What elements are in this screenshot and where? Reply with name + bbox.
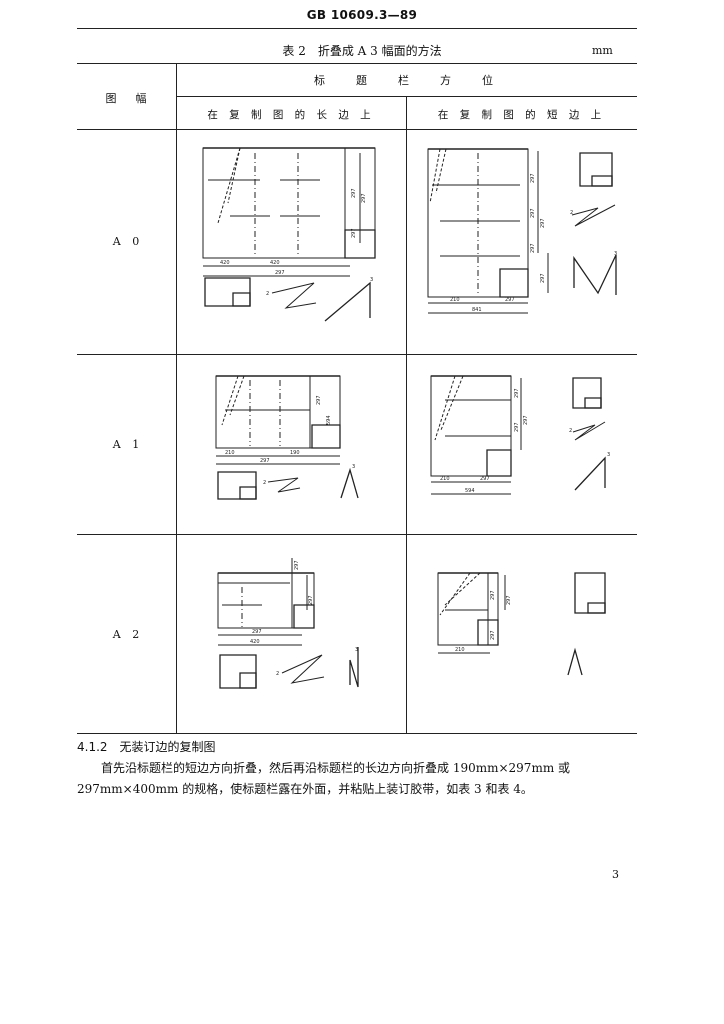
dim-a0l-0: 420 [220, 260, 230, 266]
section-heading: 4.1.2 无装订边的复制图 [77, 740, 216, 754]
header-rule [77, 28, 637, 29]
dim-a1s-1: 297 [514, 422, 520, 432]
dim-a2s-0: 297 [490, 590, 496, 600]
column-divider-sides [406, 96, 407, 733]
dim-a2l-4: 3 [355, 647, 358, 653]
body-paragraph: 首先沿标题栏的短边方向折叠，然后再沿标题栏的长边方向折叠成 190mm×297m… [77, 761, 571, 796]
dim-a1l-3: 210 [225, 450, 235, 456]
dim-a0s-8: 3 [614, 251, 617, 257]
dim-a0s-1: 297 [530, 208, 536, 218]
fold-diagram-a2-long: 297 297 297 420 3 2 [212, 555, 362, 695]
dim-a2s-1: 297 [506, 595, 512, 605]
dim-a1l-5: 3 [352, 464, 355, 470]
dim-a0l-4: 297 [361, 193, 367, 203]
fold-diagram-a0-short: 297 297 297 297 297 210 297 841 3 2 [420, 143, 617, 328]
dim-a1l-1: 594 [326, 415, 332, 425]
row-label-a0: A 0 [112, 235, 144, 248]
fold-diagram-a0-long: 420 420 297 297 297 297 3 2 [200, 143, 390, 328]
dim-a0s-3: 297 [530, 243, 536, 253]
dim-a0l-6: 3 [370, 277, 373, 283]
dim-a0s-0: 297 [530, 173, 536, 183]
dim-a2l-5: 2 [276, 671, 279, 677]
fold-diagram-a2-short: 297 297 297 210 [430, 565, 620, 690]
standard-number: GB 10609.3—89 [306, 8, 418, 22]
header-title-block-position: 标 题 栏 方 位 [314, 74, 503, 87]
header-short-side: 在 复 制 图 的 短 边 上 [437, 109, 606, 121]
dim-a0s-4: 297 [540, 273, 546, 283]
table-bottom-border [77, 733, 637, 734]
dim-a2l-1: 297 [308, 595, 314, 605]
dim-a0s-5: 210 [450, 297, 460, 303]
dim-a1l-6: 2 [263, 480, 266, 486]
row-label-a1: A 1 [112, 438, 144, 451]
dim-a0l-3: 297 [351, 188, 357, 198]
header-row-label: 图 幅 [105, 92, 151, 105]
dim-a1s-2: 297 [523, 415, 529, 425]
fold-diagram-a1-short: 297 297 297 210 297 594 3 2 [425, 370, 610, 510]
fold-diagram-a1-long: 297 594 190 210 297 3 2 [210, 370, 360, 505]
page-number: 3 [612, 868, 619, 881]
header-bottom-border [77, 129, 637, 130]
dim-a1l-4: 297 [260, 458, 270, 464]
dim-a2s-2: 297 [490, 630, 496, 640]
unit-label: mm [592, 44, 613, 57]
column-divider-label [176, 63, 177, 733]
dim-a0s-7: 841 [472, 307, 482, 313]
dim-a1s-7: 2 [569, 428, 572, 434]
row-divider-a1 [77, 534, 637, 535]
dim-a1s-5: 594 [465, 488, 475, 494]
dim-a0l-2: 297 [275, 270, 285, 276]
dim-a1s-3: 210 [440, 476, 450, 482]
dim-a1s-0: 297 [514, 388, 520, 398]
dim-a2l-3: 420 [250, 639, 260, 645]
row-label-a2: A 2 [112, 628, 144, 641]
dim-a0l-5: 297 [351, 228, 357, 238]
dim-a1s-4: 297 [480, 476, 490, 482]
table-top-border [77, 63, 637, 64]
dim-a2l-2: 297 [252, 629, 262, 635]
dim-a0l-7: 2 [266, 291, 269, 297]
dim-a1l-2: 190 [290, 450, 300, 456]
dim-a0s-6: 297 [505, 297, 515, 303]
row-divider-a0 [77, 354, 637, 355]
dim-a2s-3: 210 [455, 647, 465, 653]
dim-a2l-0: 297 [294, 560, 300, 570]
dim-a1l-0: 297 [316, 395, 322, 405]
header-long-side: 在 复 制 图 的 长 边 上 [207, 109, 375, 121]
table-caption: 表 2 折叠成 A 3 幅面的方法 [282, 44, 442, 58]
dim-a0l-1: 420 [270, 260, 280, 266]
dim-a1s-6: 3 [607, 452, 610, 458]
dim-a0s-9: 2 [570, 210, 573, 216]
dim-a0s-2: 297 [540, 218, 546, 228]
